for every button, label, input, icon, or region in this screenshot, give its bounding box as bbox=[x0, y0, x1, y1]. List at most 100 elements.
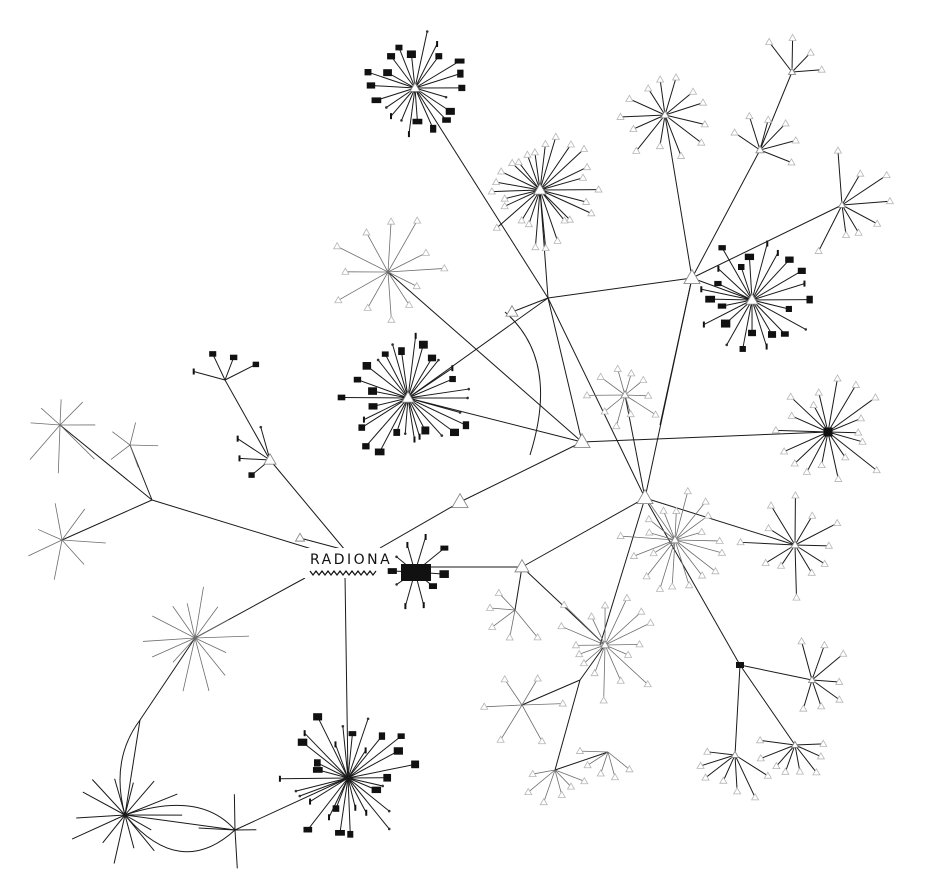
thumbnail-leaf-icon[interactable] bbox=[744, 253, 755, 261]
thumbnail-leaf-icon[interactable] bbox=[209, 351, 217, 357]
triangle-node-icon[interactable] bbox=[533, 633, 542, 641]
triangle-node-icon[interactable] bbox=[600, 407, 609, 415]
triangle-node-icon[interactable] bbox=[613, 364, 622, 372]
triangle-node-icon[interactable] bbox=[616, 531, 625, 539]
triangle-node-icon[interactable] bbox=[730, 750, 740, 758]
triangle-node-icon[interactable] bbox=[651, 410, 660, 418]
triangle-node-icon[interactable] bbox=[787, 158, 796, 166]
triangle-node-icon[interactable] bbox=[761, 558, 770, 566]
triangle-node-icon[interactable] bbox=[817, 65, 826, 73]
triangle-node-icon[interactable] bbox=[655, 584, 665, 592]
thumbnail-leaf-icon[interactable] bbox=[462, 421, 470, 430]
thumbnail-leaf-icon[interactable] bbox=[374, 448, 385, 456]
thumbnail-leaf-icon[interactable] bbox=[365, 809, 368, 816]
triangle-node-icon[interactable] bbox=[833, 374, 842, 382]
triangle-node-icon[interactable] bbox=[505, 304, 519, 317]
triangle-node-icon[interactable] bbox=[363, 303, 372, 311]
triangle-node-icon[interactable] bbox=[625, 764, 634, 773]
thumbnail-leaf-icon[interactable] bbox=[440, 545, 449, 551]
thumbnail-leaf-icon[interactable] bbox=[297, 738, 308, 746]
triangle-node-icon[interactable] bbox=[635, 640, 644, 648]
triangle-node-icon[interactable] bbox=[683, 268, 701, 285]
triangle-node-icon[interactable] bbox=[560, 216, 569, 224]
triangle-node-icon[interactable] bbox=[683, 486, 692, 495]
thumbnail-leaf-icon[interactable] bbox=[347, 830, 354, 838]
triangle-node-icon[interactable] bbox=[660, 109, 670, 119]
triangle-node-icon[interactable] bbox=[732, 787, 742, 795]
triangle-node-icon[interactable] bbox=[636, 488, 654, 505]
triangle-node-icon[interactable] bbox=[719, 776, 728, 784]
thumbnail-leaf-icon[interactable] bbox=[362, 416, 365, 423]
triangle-node-icon[interactable] bbox=[799, 704, 808, 712]
triangle-node-icon[interactable] bbox=[644, 84, 653, 92]
triangle-node-icon[interactable] bbox=[837, 200, 847, 208]
thumbnail-leaf-icon[interactable] bbox=[303, 826, 313, 833]
thumbnail-leaf-icon[interactable] bbox=[427, 354, 437, 362]
triangle-node-icon[interactable] bbox=[755, 144, 765, 154]
triangle-node-icon[interactable] bbox=[820, 640, 829, 649]
thumbnail-leaf-icon[interactable] bbox=[454, 58, 465, 64]
triangle-node-icon[interactable] bbox=[717, 548, 727, 556]
triangle-node-icon[interactable] bbox=[480, 702, 489, 710]
triangle-node-icon[interactable] bbox=[626, 409, 635, 418]
thumbnail-leaf-icon[interactable] bbox=[378, 732, 386, 740]
thumbnail-leaf-icon[interactable] bbox=[406, 50, 416, 59]
thumbnail-leaf-icon[interactable] bbox=[411, 760, 420, 769]
thumbnail-leaf-icon[interactable] bbox=[362, 362, 372, 370]
triangle-node-icon[interactable] bbox=[565, 215, 575, 223]
thumbnail-leaf-icon[interactable] bbox=[332, 805, 340, 812]
thumbnail-leaf-icon[interactable] bbox=[449, 375, 456, 383]
triangle-node-icon[interactable] bbox=[582, 390, 592, 399]
triangle-node-icon[interactable] bbox=[533, 674, 542, 682]
thumbnail-leaf-icon[interactable] bbox=[739, 345, 746, 352]
triangle-node-icon[interactable] bbox=[697, 571, 707, 579]
triangle-node-icon[interactable] bbox=[409, 81, 421, 92]
triangle-node-icon[interactable] bbox=[703, 511, 713, 519]
triangle-node-icon[interactable] bbox=[676, 151, 686, 159]
triangle-node-icon[interactable] bbox=[788, 33, 797, 41]
thumbnail-leaf-icon[interactable] bbox=[767, 331, 777, 338]
triangle-node-icon[interactable] bbox=[756, 754, 765, 762]
triangle-node-icon[interactable] bbox=[765, 37, 774, 45]
triangle-node-icon[interactable] bbox=[587, 612, 596, 620]
triangle-node-icon[interactable] bbox=[809, 400, 818, 408]
thumbnail-leaf-icon[interactable] bbox=[364, 69, 372, 76]
triangle-node-icon[interactable] bbox=[790, 539, 800, 549]
triangle-node-icon[interactable] bbox=[644, 514, 654, 523]
thumbnail-leaf-icon[interactable] bbox=[368, 387, 378, 395]
thumbnail-leaf-icon[interactable] bbox=[803, 280, 806, 287]
thumbnail-leaf-icon[interactable] bbox=[335, 829, 345, 836]
thumbnail-leaf-icon[interactable] bbox=[445, 107, 455, 115]
triangle-node-icon[interactable] bbox=[795, 767, 805, 775]
triangle-node-icon[interactable] bbox=[882, 170, 891, 179]
thumbnail-leaf-icon[interactable] bbox=[428, 583, 437, 590]
thumbnail-leaf-icon[interactable] bbox=[334, 741, 337, 748]
triangle-node-icon[interactable] bbox=[294, 532, 306, 542]
triangle-node-icon[interactable] bbox=[812, 767, 821, 776]
thumbnail-leaf-icon[interactable] bbox=[806, 295, 813, 304]
triangle-node-icon[interactable] bbox=[401, 390, 415, 403]
triangle-node-icon[interactable] bbox=[808, 511, 817, 519]
triangle-node-icon[interactable] bbox=[697, 527, 706, 535]
triangle-node-icon[interactable] bbox=[590, 668, 599, 677]
thumbnail-leaf-icon[interactable] bbox=[397, 733, 405, 739]
triangle-node-icon[interactable] bbox=[599, 696, 608, 704]
triangle-node-icon[interactable] bbox=[655, 75, 665, 83]
triangle-node-icon[interactable] bbox=[524, 219, 534, 228]
triangle-node-icon[interactable] bbox=[807, 568, 816, 576]
triangle-node-icon[interactable] bbox=[792, 593, 801, 601]
thumbnail-leaf-icon[interactable] bbox=[780, 331, 789, 337]
thumbnail-leaf-icon[interactable] bbox=[395, 44, 403, 51]
triangle-node-icon[interactable] bbox=[797, 636, 806, 645]
thumbnail-leaf-icon[interactable] bbox=[354, 804, 357, 811]
triangle-node-icon[interactable] bbox=[632, 146, 641, 154]
triangle-node-icon[interactable] bbox=[841, 452, 850, 461]
thumbnail-leaf-icon[interactable] bbox=[714, 280, 722, 287]
thumbnail-leaf-icon[interactable] bbox=[413, 436, 416, 443]
thumbnail-leaf-icon[interactable] bbox=[700, 286, 703, 293]
triangle-node-icon[interactable] bbox=[841, 230, 851, 238]
triangle-node-icon[interactable] bbox=[637, 607, 646, 615]
triangle-node-icon[interactable] bbox=[730, 128, 739, 136]
triangle-node-icon[interactable] bbox=[833, 146, 843, 154]
triangle-node-icon[interactable] bbox=[579, 144, 589, 152]
